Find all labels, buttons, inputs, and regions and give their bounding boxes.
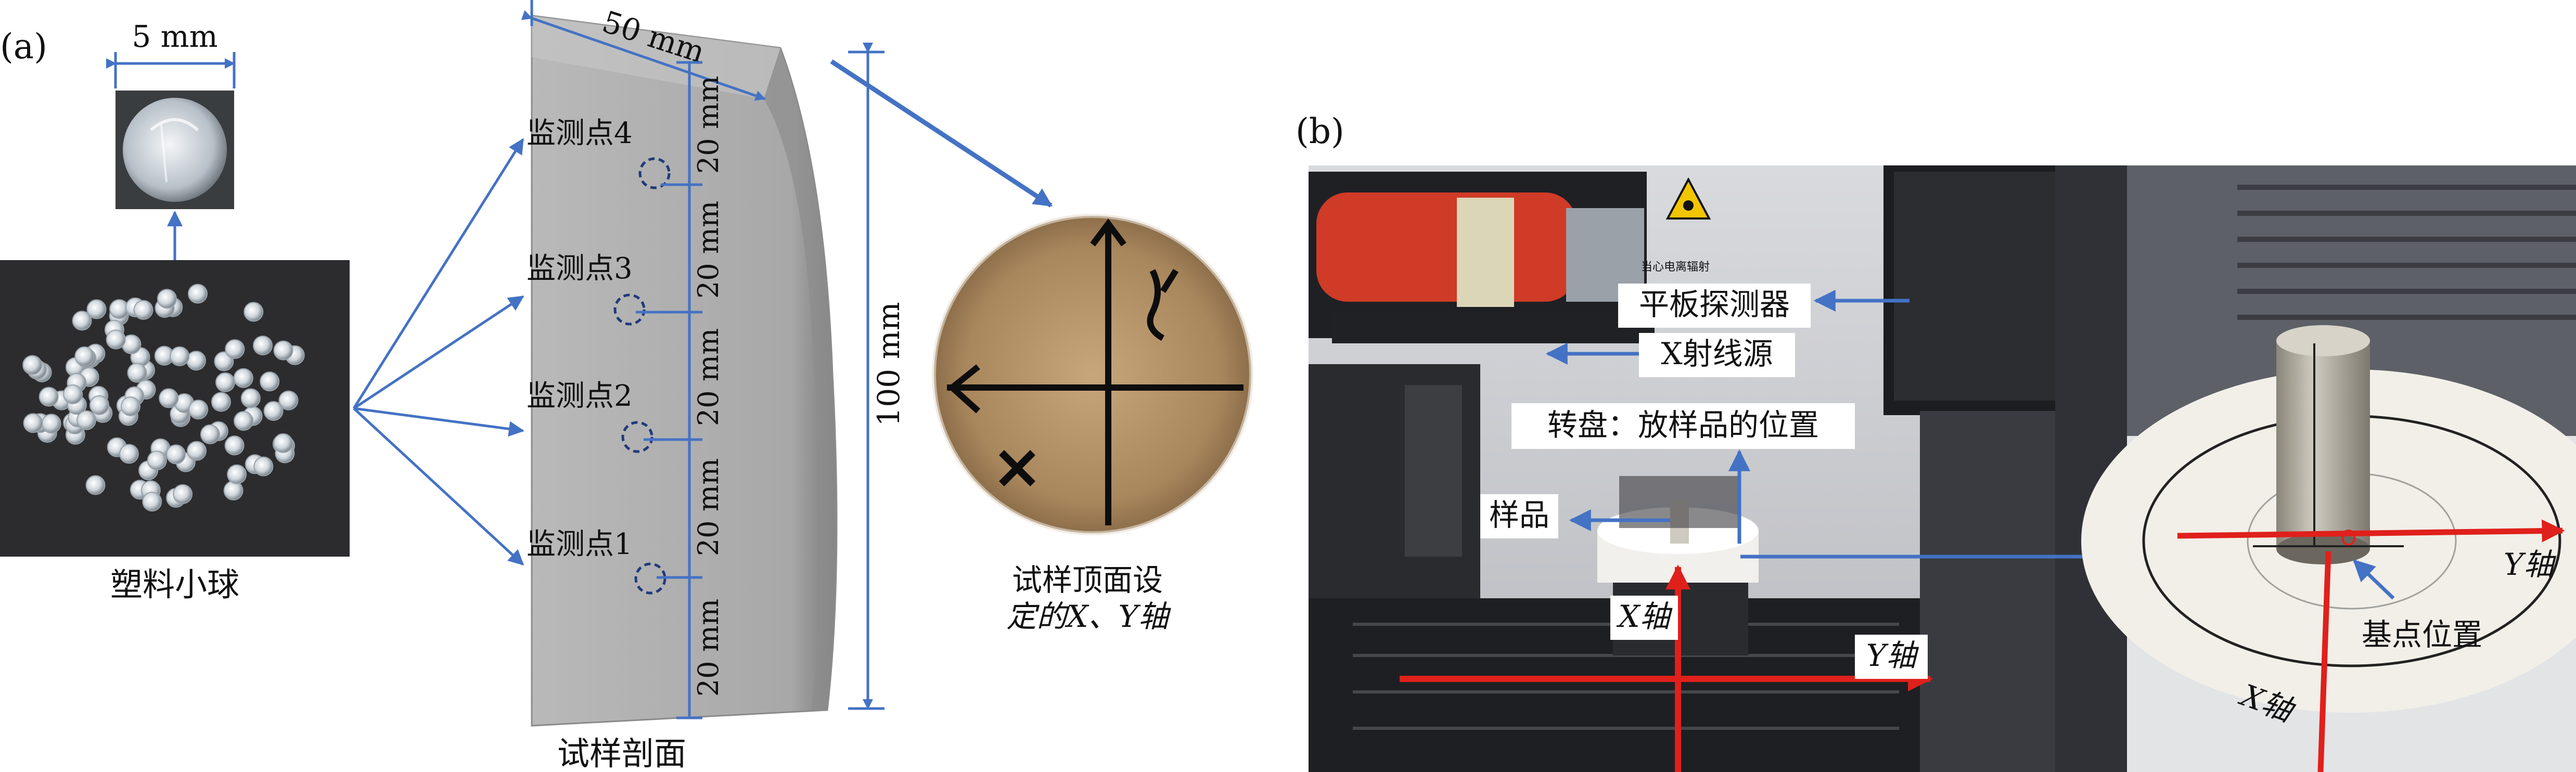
zoom-origin-mark: O <box>2340 526 2356 550</box>
base-point-label: 基点位置 <box>2362 617 2482 652</box>
bead-pile-photo <box>0 260 350 557</box>
bead <box>224 435 245 456</box>
ct-scanner-photo <box>1309 165 2127 772</box>
bead <box>225 339 245 359</box>
sample-label-box <box>1480 494 1558 538</box>
turntable-label: 转盘：放样品的位置 <box>1547 407 1819 443</box>
bead <box>186 351 206 371</box>
xray-source-label: X射线源 <box>1661 336 1773 371</box>
y-axis-label-box <box>1855 635 1928 679</box>
bead <box>166 444 186 465</box>
x-axis-label: X轴 <box>1616 599 1673 634</box>
bead <box>223 480 243 500</box>
zoom-y-axis-line <box>2177 519 2565 543</box>
bead <box>243 302 264 322</box>
bead <box>76 410 96 430</box>
top-face-caption-line1: 试样顶面设 <box>1012 562 1163 598</box>
detector-label: 平板探测器 <box>1639 287 1790 322</box>
bead <box>200 424 220 444</box>
monitoring-point-2-label: 监测点2 <box>527 379 633 413</box>
height-dimension <box>848 43 885 710</box>
bead <box>215 372 235 392</box>
width-dimension <box>521 0 766 101</box>
panel-b-label: (b) <box>1296 111 1344 151</box>
bead <box>273 340 293 361</box>
bead <box>173 484 193 504</box>
bead <box>23 413 43 433</box>
bead <box>72 311 92 331</box>
bead <box>263 401 284 421</box>
bead-placement-arrows <box>352 138 524 566</box>
bead <box>142 492 162 512</box>
bead <box>253 456 274 477</box>
bead <box>273 433 293 453</box>
sample-label: 样品 <box>1489 497 1549 533</box>
monitoring-point-1 <box>634 562 689 595</box>
bead <box>127 363 147 383</box>
panel-a-label: (a) <box>0 27 47 67</box>
beads-caption: 塑料小球 <box>110 565 239 603</box>
spacing-label-1: 20 mm <box>692 76 725 174</box>
bead <box>147 451 167 471</box>
spacing-label-2: 20 mm <box>692 201 725 299</box>
zoomed-sample-photo <box>2081 165 2576 772</box>
bead-scale-label: 5 mm <box>132 19 217 54</box>
bead <box>211 392 231 412</box>
top-face-photo <box>932 214 1253 535</box>
turntable-label-box <box>1511 403 1855 449</box>
bead <box>133 300 153 320</box>
monitoring-point-1-label: 监测点1 <box>527 527 633 561</box>
top-face-arrow <box>830 59 1053 208</box>
bead <box>187 441 207 461</box>
bead <box>157 289 177 309</box>
monitoring-point-3 <box>613 293 689 326</box>
zoom-x-axis-line <box>2317 551 2331 772</box>
bead <box>89 395 109 415</box>
radiation-warning-text: 当心电离辐射 <box>1641 261 1710 274</box>
bead <box>278 390 299 410</box>
bead <box>260 371 280 392</box>
bead <box>188 400 209 420</box>
bead <box>63 384 83 404</box>
bead-pile <box>22 284 305 512</box>
bead <box>121 396 140 417</box>
monitoring-point-2 <box>621 421 689 453</box>
bead <box>85 475 106 495</box>
bead <box>188 284 208 304</box>
y-axis-label: Y轴 <box>1866 638 1919 673</box>
bead <box>119 444 139 464</box>
bead <box>39 387 59 407</box>
single-bead-photo <box>116 91 234 209</box>
detector-label-box <box>1618 284 1811 328</box>
bead <box>74 346 95 366</box>
bead <box>159 388 179 408</box>
spacing-label-4: 20 mm <box>692 458 725 556</box>
spacing-label-3: 20 mm <box>692 328 725 426</box>
height-label: 100 mm <box>871 302 906 426</box>
bead <box>106 329 126 350</box>
bead <box>240 388 261 408</box>
monitoring-point-4 <box>638 157 689 189</box>
monitoring-point-4-label: 监测点4 <box>527 117 633 150</box>
monitoring-point-3-label: 监测点3 <box>527 252 633 286</box>
top-face-caption-line2: 定的X、Y轴 <box>1006 599 1172 634</box>
bead <box>86 299 107 319</box>
bead <box>170 346 190 366</box>
bead <box>233 368 253 388</box>
bead-scale-bar <box>106 52 236 88</box>
bead <box>41 414 61 434</box>
specimen-caption: 试样剖面 <box>557 735 686 772</box>
spacing-label-5: 20 mm <box>692 599 725 697</box>
bead <box>253 336 273 356</box>
bead <box>22 355 43 375</box>
base-point-arrow <box>2352 559 2395 600</box>
bead <box>227 464 247 484</box>
zoom-y-axis-label: Y轴 <box>2504 547 2557 582</box>
x-axis-label-box <box>1610 596 1678 640</box>
xray-source-label-box <box>1639 333 1795 377</box>
bead <box>234 411 254 431</box>
